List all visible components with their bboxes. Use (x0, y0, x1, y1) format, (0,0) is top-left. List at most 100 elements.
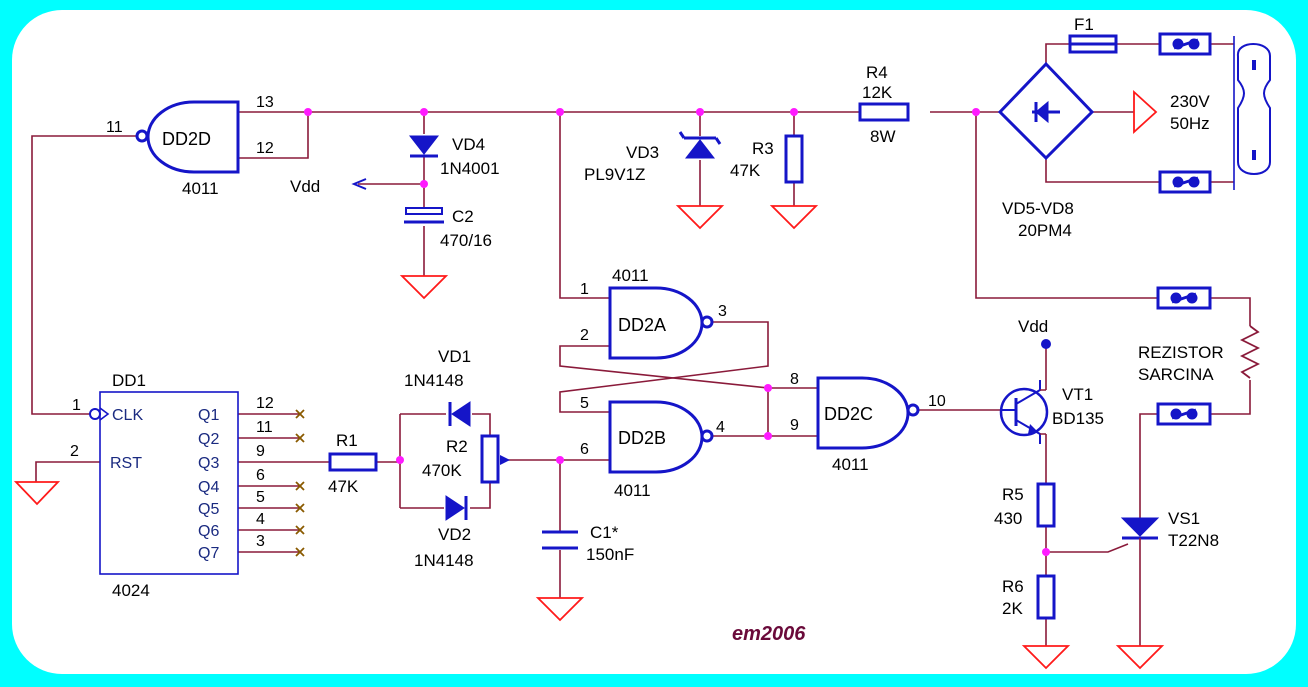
dd1-pin-q6: 4 (256, 511, 265, 528)
dd2c-name: DD2C (824, 404, 873, 424)
r6-value: 2K (1002, 599, 1023, 618)
r4-power: 8W (870, 127, 896, 146)
resistor-r5: R5 430 (994, 482, 1056, 528)
gate-dd2c: DD2C 4011 8 9 10 (790, 371, 946, 474)
vd4-value: 1N4001 (440, 159, 500, 178)
dd2a-pin-in1: 1 (580, 281, 589, 298)
diode-vd2: VD2 1N4148 (414, 495, 474, 570)
dd1-pin-rst: 2 (70, 443, 79, 460)
vt1-value: BD135 (1052, 409, 1104, 428)
resistor-r1: R1 47K (328, 431, 378, 496)
vd2-name: VD2 (438, 525, 471, 544)
load-line2: SARCINA (1138, 365, 1214, 384)
dd2a-type: 4011 (612, 266, 649, 285)
dd1-pin-q3: 9 (256, 443, 265, 460)
terminal-3 (1156, 286, 1212, 310)
resistor-r4: R4 12K 8W (858, 63, 910, 146)
r4-value: 12K (862, 83, 893, 102)
mains-freq: 50Hz (1170, 114, 1210, 133)
terminal-2 (1158, 170, 1212, 194)
dd1-q1: Q1 (198, 407, 219, 424)
dd2b-type: 4011 (614, 481, 651, 500)
diode-vd1: VD1 1N4148 (404, 347, 471, 427)
transistor-vt1: VT1 BD135 Vdd (999, 317, 1104, 444)
dd1-outputs: Q1 Q2 Q3 Q4 Q5 Q6 Q7 12 11 9 6 5 4 3 (198, 395, 274, 562)
load-resistor: REZISTOR SARCINA (1138, 325, 1261, 384)
resistor-r6: R6 2K (1002, 574, 1056, 620)
bridge-value: 20PM4 (1018, 221, 1072, 240)
vdd-label-1: Vdd (290, 177, 320, 196)
dd1-pin-q2: 11 (256, 419, 273, 436)
r5-name: R5 (1002, 485, 1024, 504)
dd2c-pin-in2: 9 (790, 417, 799, 434)
mains-plug (1233, 36, 1271, 190)
dd2d-name: DD2D (162, 129, 211, 149)
capacitor-c1: C1* 150nF (542, 523, 634, 564)
dd1-type: 4024 (112, 581, 150, 600)
r1-name: R1 (336, 431, 358, 450)
dd2c-pin-in1: 8 (790, 371, 799, 388)
dd1-pin-q5: 5 (256, 489, 265, 506)
dd2a-pin-in2: 2 (580, 327, 589, 344)
capacitor-c2: C2 470/16 (404, 207, 492, 250)
wires (31, 43, 1251, 646)
dd2b-pin-in1: 5 (580, 395, 589, 412)
dd2c-type: 4011 (832, 455, 869, 474)
no-connect-marks (295, 409, 305, 557)
c1-value: 150nF (586, 545, 634, 564)
vs1-value: T22N8 (1168, 531, 1219, 550)
gate-dd2d: DD2D 4011 13 12 11 (106, 94, 274, 198)
r5-value: 430 (994, 509, 1022, 528)
dd2b-pin-out: 4 (716, 419, 725, 436)
vt1-name: VT1 (1062, 385, 1093, 404)
r2-value: 470K (422, 461, 462, 480)
dd1-q6: Q6 (198, 523, 219, 540)
gate-dd2a: DD2A 4011 1 2 3 (580, 266, 727, 360)
r2-name: R2 (446, 437, 468, 456)
dd2d-pin-in2: 12 (256, 140, 274, 157)
dd1-q4: Q4 (198, 479, 219, 496)
dd2d-pin-in1: 13 (256, 94, 274, 111)
c2-name: C2 (452, 207, 474, 226)
dd1-q2: Q2 (198, 431, 219, 448)
dd2d-pin-out: 11 (106, 119, 123, 136)
triac-vs1: VS1 T22N8 (1120, 509, 1219, 552)
terminal-blocks (1156, 32, 1212, 426)
load-line1: REZISTOR (1138, 343, 1224, 362)
dd2a-pin-out: 3 (718, 303, 727, 320)
dd1-rst: RST (110, 455, 142, 472)
dd1-q5: Q5 (198, 501, 219, 518)
vd1-value: 1N4148 (404, 371, 464, 390)
dd1-q3: Q3 (198, 455, 219, 472)
junctions (304, 108, 1050, 556)
chip-dd1: DD1 4024 CLK RST 1 2 Q1 Q2 Q3 Q4 Q5 Q6 Q… (70, 371, 305, 600)
bridge-name: VD5-VD8 (1002, 199, 1074, 218)
dd1-pin-q4: 6 (256, 467, 265, 484)
dd1-clk: CLK (112, 407, 143, 424)
mains-voltage: 230V (1170, 92, 1210, 111)
fuse-f1: F1 (1068, 15, 1118, 54)
r6-name: R6 (1002, 577, 1024, 596)
f1-name: F1 (1074, 15, 1094, 34)
grounds (13, 205, 1165, 670)
dd1-pin-q1: 12 (256, 395, 274, 412)
dd2b-pin-in2: 6 (580, 441, 589, 458)
resistor-r3: R3 47K (730, 134, 804, 184)
vd2-value: 1N4148 (414, 551, 474, 570)
ac-arrow: 230V 50Hz (1133, 89, 1210, 135)
vdd-label-2: Vdd (1018, 317, 1048, 336)
bridge-rectifier: VD5-VD8 20PM4 (997, 61, 1095, 240)
vd3-name: VD3 (626, 143, 659, 162)
dd2b-name: DD2B (618, 428, 666, 448)
vd1-name: VD1 (438, 347, 471, 366)
dd1-name: DD1 (112, 371, 146, 390)
r4-name: R4 (866, 63, 888, 82)
terminal-4 (1156, 402, 1212, 426)
c2-value: 470/16 (440, 231, 492, 250)
dd2a-name: DD2A (618, 315, 666, 335)
dd2d-type: 4011 (182, 179, 219, 198)
r3-name: R3 (752, 139, 774, 158)
potentiometer-r2: R2 470K (422, 434, 510, 484)
